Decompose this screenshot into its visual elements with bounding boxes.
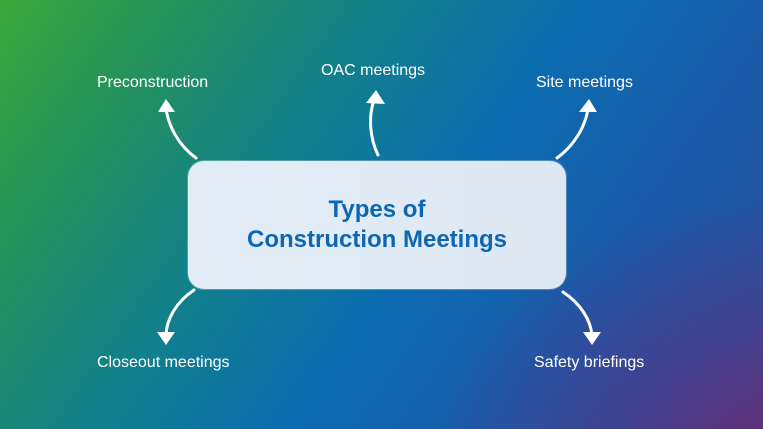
title-line-2: Construction Meetings xyxy=(246,226,507,253)
arrow-icon-preconstruction xyxy=(164,106,198,160)
item-oac-meetings: OAC meetings xyxy=(321,62,426,79)
arrow-icon-site xyxy=(555,106,590,160)
arrow-icon-safety xyxy=(561,290,594,338)
item-safety-briefings: Safety briefings xyxy=(534,354,645,371)
arrow-icon-closeout xyxy=(164,288,196,338)
item-site-meetings: Site meetings xyxy=(536,74,633,91)
item-preconstruction: Preconstruction xyxy=(97,74,209,91)
arrow-icon-oac xyxy=(369,98,380,157)
item-closeout-meetings: Closeout meetings xyxy=(97,354,230,371)
central-topic-box: Types of Construction Meetings xyxy=(188,161,566,289)
title-line-1: Types of xyxy=(328,196,426,223)
